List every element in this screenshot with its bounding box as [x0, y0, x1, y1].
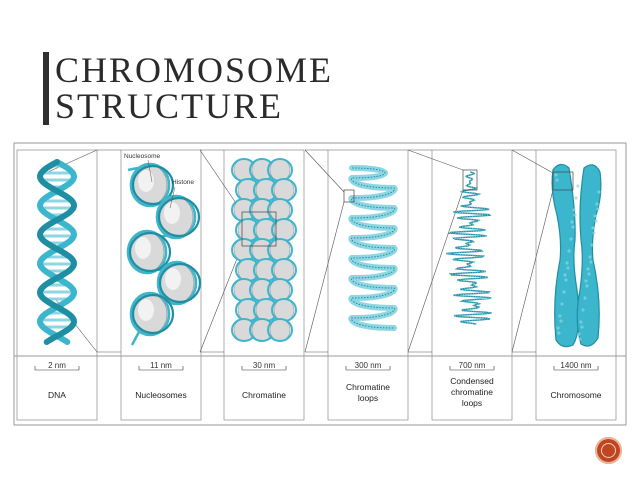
- nucleosome-callout: Nucleosome: [124, 153, 161, 160]
- panel-condensed: [431, 149, 513, 421]
- stage-label-chromatine-loops: Chromatine: [346, 382, 390, 392]
- next-slide-button[interactable]: [595, 437, 622, 464]
- panel-chromatine: [223, 149, 305, 421]
- stage-label-condensed: loops: [462, 398, 482, 408]
- stage-label-condensed: Condensed: [450, 376, 494, 386]
- condensed-chromatin-illustration: [446, 169, 492, 325]
- diagram-frame: [13, 142, 627, 426]
- slide-title: CHROMOSOME STRUCTURE: [55, 50, 334, 126]
- stage-label-chromatine: Chromatine: [242, 390, 286, 400]
- scale-label-chromatine-loops: 300 nm: [355, 361, 382, 370]
- chromatin-fibre-illustration: [231, 158, 297, 342]
- scale-label-chromatine: 30 nm: [253, 361, 276, 370]
- scale-label-condensed: 700 nm: [459, 361, 486, 370]
- stage-label-condensed: chromatine: [451, 387, 493, 397]
- stage-label-dna: DNA: [48, 390, 66, 400]
- panel-chromatine-loops: [327, 149, 409, 421]
- scale-label-dna: 2 nm: [48, 361, 66, 370]
- chromosome-illustration: [551, 163, 602, 348]
- dna-helix-illustration: [36, 159, 78, 345]
- panel-chromosome: [535, 149, 617, 421]
- panel-dna: [16, 149, 98, 421]
- stage-label-nucleosomes: Nucleosomes: [135, 390, 187, 400]
- stage-labels: 2 nm DNA 11 nm Nucleosomes 30 nm Chromatine 30…: [34, 361, 602, 408]
- stage-label-chromatine-loops: loops: [358, 393, 378, 403]
- nucleosomes-illustration: [126, 162, 202, 346]
- chromatin-loops-illustration: [343, 165, 398, 331]
- title-accent-bar: [43, 52, 49, 125]
- zoom-connectors: [47, 149, 554, 353]
- histone-callout: Histone: [172, 179, 194, 186]
- stage-panels: [16, 149, 617, 421]
- scale-label-chromosome: 1400 nm: [560, 361, 591, 370]
- scale-label-nucleosomes: 11 nm: [150, 361, 172, 370]
- stage-label-chromosome: Chromosome: [550, 390, 601, 400]
